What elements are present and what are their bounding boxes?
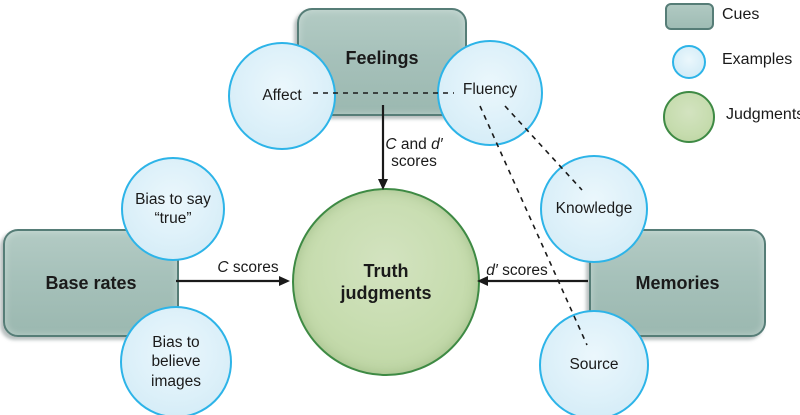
affect-label: Affect xyxy=(262,87,302,105)
legend-cues-label: Cues xyxy=(722,6,760,23)
legend-judgments-swatch xyxy=(663,91,715,143)
c-and-d-scores-label: C and d′ scores xyxy=(385,136,443,171)
affect-circle: Affect xyxy=(228,42,336,150)
base-rates-label: Base rates xyxy=(45,272,137,293)
source-circle: Source xyxy=(539,310,649,415)
knowledge-label: Knowledge xyxy=(555,200,633,218)
memories-label: Memories xyxy=(635,272,720,293)
d-scores-label: d′ scores xyxy=(486,262,548,279)
legend-judgments-label: Judgments xyxy=(726,106,800,123)
fluency-label: Fluency xyxy=(462,81,518,98)
bias-to-say-true-circle: Bias to say“true” xyxy=(121,157,225,261)
legend-examples-swatch xyxy=(672,45,706,79)
source-label: Source xyxy=(569,356,619,374)
fluency-circle: Fluency xyxy=(437,40,543,146)
legend-examples-label: Examples xyxy=(722,51,793,68)
c-scores-label: C scores xyxy=(217,259,279,276)
feelings-label: Feelings xyxy=(345,47,419,68)
knowledge-circle: Knowledge xyxy=(540,155,648,263)
bias-to-say-true-label: Bias to say“true” xyxy=(135,190,211,227)
legend-cues-swatch xyxy=(665,3,714,30)
